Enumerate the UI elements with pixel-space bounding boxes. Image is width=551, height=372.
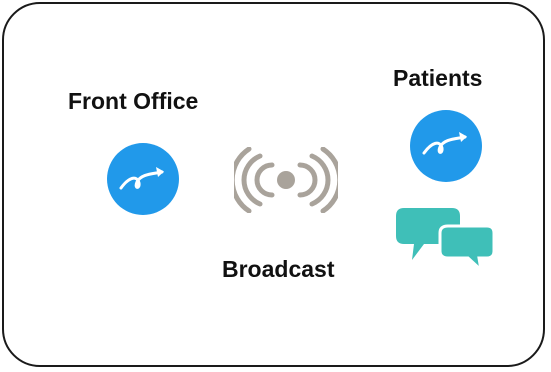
patients-app-icon (410, 110, 482, 182)
broadcast-label: Broadcast (222, 256, 335, 282)
app-logo-icon (119, 167, 164, 190)
chat-bubbles-icon (396, 208, 496, 272)
broadcast-signal-icon (234, 147, 338, 213)
front-office-label: Front Office (68, 88, 199, 114)
patients-label: Patients (393, 65, 483, 91)
app-logo-icon (422, 132, 467, 155)
front-office-app-icon (107, 143, 179, 215)
diagram-frame (2, 2, 545, 367)
